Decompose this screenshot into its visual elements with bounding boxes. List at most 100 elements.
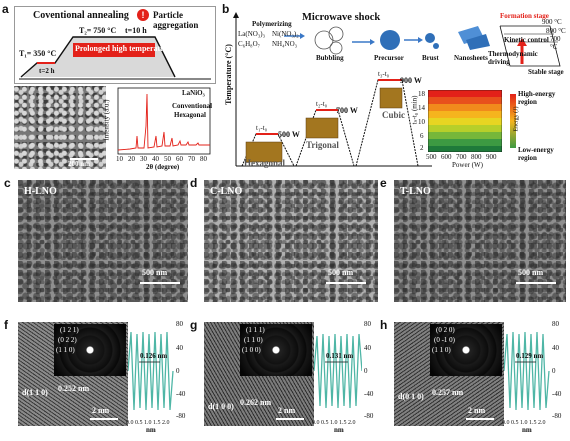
h-lno-label: H-LNO — [24, 186, 57, 197]
profile-spacing: 0.129 nm — [516, 352, 544, 360]
step-bubbling: Bubbling — [316, 54, 344, 62]
scale-text: 500 nm — [328, 268, 354, 277]
power-500: 500 W — [278, 130, 300, 139]
profile-xticks: 0.0 0.5 1.0 1.5 2.0 — [312, 420, 370, 426]
profile-xticks: 0.0 0.5 1.0 1.5 2.0 — [502, 420, 560, 426]
saed-plane: (0 -1 0) — [434, 336, 455, 344]
t3-t0-label: t₃-t₀ — [378, 70, 390, 78]
profile-ytick: 40 — [176, 344, 183, 352]
annealing-title: Coventional annealing — [33, 10, 129, 21]
scale-bar — [326, 282, 366, 284]
profile-ytick: -80 — [552, 412, 562, 420]
profile-ytick: -80 — [176, 412, 186, 420]
profile-xtick: 0.0 — [126, 420, 134, 426]
xrd-hexagonal: Hexagonal — [174, 111, 206, 119]
profile-xtick: 0.0 — [312, 420, 320, 426]
profile-ytick: 40 — [552, 344, 559, 352]
profile-ytick: 0 — [364, 367, 368, 375]
profile-xlabel: nm — [146, 426, 156, 434]
sem-image: 200 nm — [14, 86, 106, 169]
prolonged-bar-text: Prolonged high temperature — [75, 44, 172, 53]
phase-hexagonal: Hexagonal — [244, 158, 286, 168]
profile-xtick: 1.5 — [529, 420, 537, 426]
heat-xtick: 900 — [486, 153, 497, 161]
sem-scale-bar — [70, 158, 98, 160]
heat-ytick: 10 — [418, 118, 425, 126]
reagent-ni: Ni(NO₃)₂ — [272, 30, 299, 38]
kinetic-control: Kinetic control — [504, 36, 549, 44]
scale-bar — [276, 418, 304, 420]
xrd-plot: LaNiO₃ Conventional Hexagonal Intensity … — [103, 86, 214, 172]
t1-label: T₁= 350 °C — [19, 49, 57, 58]
profile-xtick: 0.5 — [321, 420, 329, 426]
profile-xtick: 1.0 — [520, 420, 528, 426]
panel-h-label: h — [380, 318, 388, 332]
panel-b-label: b — [222, 2, 230, 16]
xrd-xtick: 30 — [140, 155, 147, 163]
profile-ytick: 0 — [176, 367, 180, 375]
tem-image-t-lno: T-LNO 500 nm — [394, 180, 566, 302]
t2-label: T₂= 750 °C — [79, 26, 117, 35]
energy-colorbar — [510, 94, 516, 148]
stable-stage: Stable stage — [528, 68, 564, 76]
profile-ytick: -80 — [364, 412, 374, 420]
tem-image-h-lno: H-LNO 500 nm — [18, 180, 188, 302]
t2-t0-label: t₂-t₀ — [316, 100, 328, 108]
t1-t0-label: t₁-t₀ — [256, 124, 268, 132]
scale-text: 500 nm — [142, 268, 168, 277]
saed-plane: (1 1 1) — [246, 326, 265, 334]
high-energy-region: High-energy region — [518, 90, 556, 106]
profile-xtick: 1.0 — [330, 420, 338, 426]
heat-xlabel: Power (W) — [452, 161, 483, 169]
profile-xtick: 1.5 — [153, 420, 161, 426]
saed-plane: (1 2 1) — [60, 326, 79, 334]
saed-pattern: (0 2 0) (0 -1 0) (1 1 0) — [430, 324, 502, 376]
profile-xtick: 0.5 — [135, 420, 143, 426]
saed-pattern: (1 2 1) (0 2 2) (1 1 0) — [54, 324, 126, 376]
heat-ytick: 6 — [420, 132, 424, 140]
xrd-ylabel: Intensity (a.u.) — [102, 99, 111, 141]
xrd-xtick: 20 — [128, 155, 135, 163]
c-lno-label: C-LNO — [210, 186, 243, 197]
phase-trigonal: Trigonal — [306, 140, 339, 150]
saed-plane: (1 0 0) — [242, 346, 261, 354]
saed-plane: (0 2 0) — [436, 326, 455, 334]
d-spacing-value: 0.262 nm — [240, 398, 272, 407]
panel-f-label: f — [4, 318, 8, 332]
xrd-xtick: 80 — [200, 155, 207, 163]
profile-ytick: 80 — [552, 320, 559, 328]
energy-heatmap — [428, 90, 502, 152]
d-spacing-label: d(1 1 0) — [22, 388, 48, 397]
annealing-schematic: Coventional annealing ! Particle aggrega… — [14, 6, 216, 84]
scale-bar — [90, 418, 118, 420]
temperature-ylabel: Temperature (°C) — [223, 44, 233, 105]
saed-plane: (1 1 0) — [56, 346, 75, 354]
heat-xtick: 800 — [471, 153, 482, 161]
heat-ylabel: tₙ-t₀ (min) — [410, 95, 419, 125]
scale-bar — [516, 282, 556, 284]
microwave-schematic: Microwave shock Temperature (°C) Polymer… — [224, 6, 566, 172]
heat-xtick: 600 — [441, 153, 452, 161]
scale-text: 2 nm — [92, 406, 110, 415]
microwave-title: Microwave shock — [302, 12, 381, 23]
profile-ytick: -40 — [364, 390, 374, 398]
hrtem-image-h: (0 2 0) (0 -1 0) (1 1 0) d(0 1 0) 0.257 … — [394, 322, 504, 426]
profile-xtick: 2.0 — [348, 420, 356, 426]
d-spacing-label: d(0 1 0) — [398, 392, 424, 401]
formation-stage: Formation stage — [500, 12, 549, 20]
t2-time: t=10 h — [125, 26, 147, 35]
profile-xtick: 2.0 — [162, 420, 170, 426]
saed-pattern: (1 1 1) (1 1 0) (1 0 0) — [240, 324, 312, 376]
d-spacing-value: 0.252 nm — [58, 384, 90, 393]
profile-xticks: 0.0 0.5 1.0 1.5 2.0 — [126, 420, 182, 426]
scale-text: 2 nm — [278, 406, 296, 415]
xrd-xtick: 40 — [152, 155, 159, 163]
saed-plane: (0 2 2) — [58, 336, 77, 344]
scale-bar — [140, 282, 180, 284]
d-spacing-value: 0.257 nm — [432, 388, 464, 397]
t1-time: t=2 h — [39, 67, 55, 75]
reagent-citric: C₆H₈O₇ — [238, 40, 261, 48]
profile-spacing: 0.126 nm — [140, 352, 168, 360]
warning-icon: ! — [137, 9, 149, 21]
scale-text: 500 nm — [518, 268, 544, 277]
